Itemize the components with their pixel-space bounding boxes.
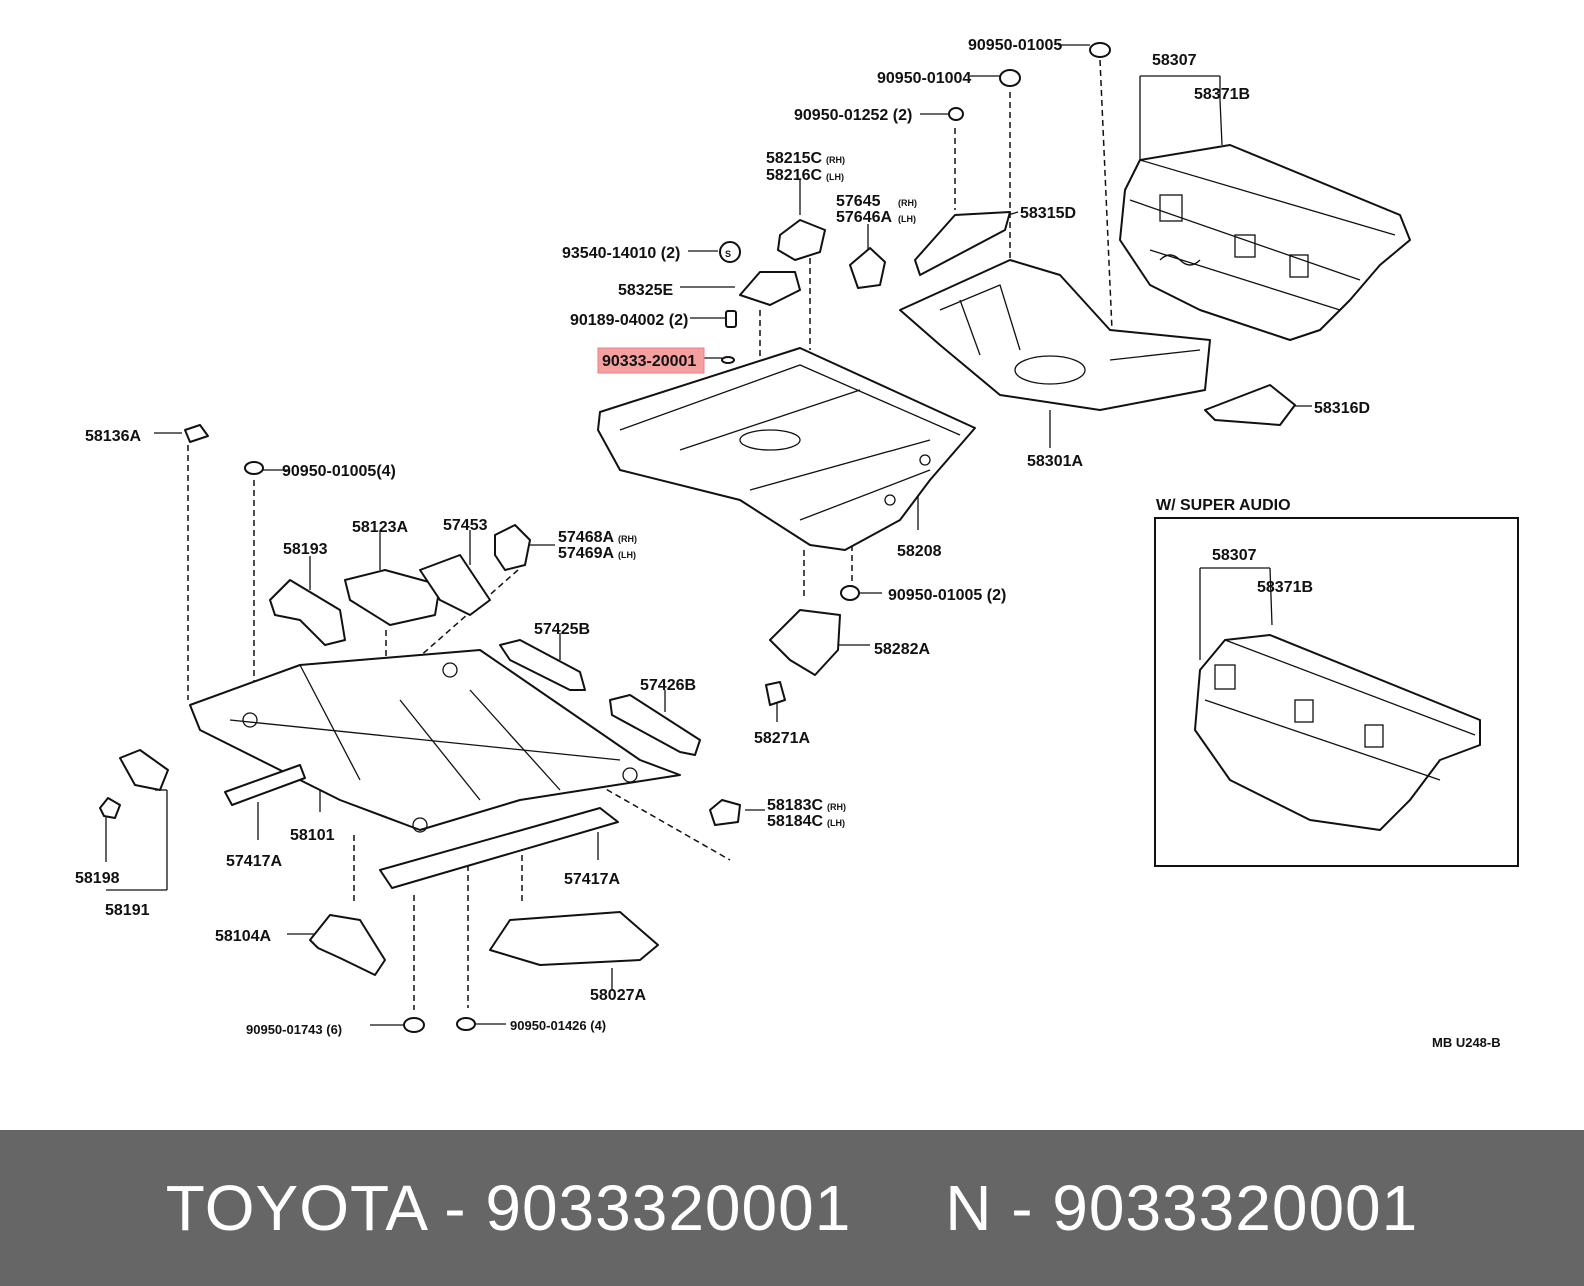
bracket-58315D (914, 211, 1011, 276)
label-90950-01743: 90950-01743 (6) (246, 1022, 342, 1037)
label-57469A: 57469A (558, 545, 614, 562)
highlighted-part-label: 90333-20001 (597, 347, 705, 374)
label-57645: 57645 (836, 193, 881, 210)
label-90950-01004: 90950-01004 (877, 70, 971, 87)
clip-58136A (184, 424, 209, 443)
plug-90950-01004 (999, 69, 1021, 87)
label-58027A: 58027A (590, 987, 646, 1004)
label-57469A-side: (LH) (618, 550, 636, 560)
label-58301A: 58301A (1027, 453, 1083, 470)
center-floor-pan-58208 (597, 347, 976, 551)
plug-90950-01743 (403, 1017, 425, 1033)
svg-text:S: S (725, 249, 731, 259)
plug-90950-01005 (1089, 42, 1111, 58)
bracket-58193 (269, 579, 346, 646)
cap-58271A (765, 681, 786, 706)
brace-58123A (344, 569, 441, 626)
plug-90950-01426 (456, 1017, 476, 1031)
label-58183C-side: (RH) (827, 802, 846, 812)
label-58123A: 58123A (352, 519, 408, 536)
label-58371B: 58371B (1194, 86, 1250, 103)
inset-rear-upper-panel (1194, 634, 1481, 831)
label-57468A: 57468A (558, 529, 614, 546)
rear-upper-panel-58307 (1119, 144, 1411, 341)
part-number-footer: TOYOTA - 9033320001 N - 9033320001 (0, 1130, 1584, 1286)
sill-57417A-left (224, 764, 306, 806)
label-57646A: 57646A (836, 209, 892, 226)
label-57645-side: (RH) (898, 198, 917, 208)
part-labels: 90950-01005 58307 58371B 90950-01004 909… (75, 37, 1501, 1050)
label-57417A-left: 57417A (226, 853, 282, 870)
label-58215C: 58215C (766, 150, 822, 167)
gusset-58215C (777, 219, 826, 261)
label-90950-01005-4: 90950-01005(4) (282, 463, 396, 480)
label-58184C-side: (LH) (827, 818, 845, 828)
label-58316D: 58316D (1314, 400, 1370, 417)
bracket-58191 (119, 749, 169, 791)
clip-58198 (99, 797, 121, 819)
label-57468A-side: (RH) (618, 534, 637, 544)
hole-plug-90333-20001 (721, 356, 735, 364)
inset-label-58371B: 58371B (1257, 579, 1313, 596)
label-90950-01005: 90950-01005 (968, 37, 1062, 54)
label-58184C: 58184C (767, 813, 823, 830)
rear-floor-pan-58301A (899, 259, 1211, 411)
label-58216C-side: (LH) (826, 172, 844, 182)
bolt-90189-04002 (725, 310, 737, 328)
label-57426B: 57426B (640, 677, 696, 694)
label-58104A: 58104A (215, 928, 271, 945)
inset-label-58307: 58307 (1212, 547, 1257, 564)
diagram-reference-code: MB U248-B (1432, 1035, 1501, 1050)
label-57425B: 57425B (534, 621, 590, 638)
label-58198: 58198 (75, 870, 120, 887)
nut-93540-14010 (719, 241, 741, 263)
footer-part-number: TOYOTA - 9033320001 N - 9033320001 (165, 1172, 1419, 1244)
label-58216C: 58216C (766, 167, 822, 184)
front-floor-pan-58101 (189, 649, 681, 833)
label-58307: 58307 (1152, 52, 1197, 69)
plug-90950-01005-2 (840, 585, 860, 601)
label-58208: 58208 (897, 543, 942, 560)
heat-shield-58027A (489, 911, 659, 966)
plug-90950-01252 (948, 107, 964, 121)
label-58183C: 58183C (767, 797, 823, 814)
label-58271A: 58271A (754, 730, 810, 747)
label-58193: 58193 (283, 541, 328, 558)
rail-57426B (609, 694, 701, 756)
bracket-57645 (849, 247, 886, 289)
bracket-58316D (1204, 384, 1296, 426)
label-58282A: 58282A (874, 641, 930, 658)
label-90950-01005-2: 90950-01005 (2) (888, 587, 1006, 604)
bracket-58325E (739, 271, 801, 306)
rail-57425B (499, 639, 586, 691)
label-58136A: 58136A (85, 428, 141, 445)
bracket-58282A (769, 609, 841, 676)
bracket-57468A (494, 524, 531, 571)
exploded-parts-diagram: S (75, 37, 1519, 1050)
brace-57453 (419, 554, 491, 616)
plug-90950-01005-4 (244, 461, 264, 475)
sill-57417A-right (379, 807, 619, 889)
label-58325E: 58325E (618, 282, 673, 299)
bracket-58183C (709, 799, 741, 826)
label-58191: 58191 (105, 902, 150, 919)
label-58101: 58101 (290, 827, 335, 844)
label-58315D: 58315D (1020, 205, 1076, 222)
label-90950-01426: 90950-01426 (4) (510, 1018, 606, 1033)
label-93540-14010: 93540-14010 (2) (562, 245, 680, 262)
inset-super-audio (1154, 517, 1519, 867)
label-58215C-side: (RH) (826, 155, 845, 165)
label-90189-04002: 90189-04002 (2) (570, 312, 688, 329)
label-57646A-side: (LH) (898, 214, 916, 224)
bracket-58104A (309, 914, 386, 976)
label-57453: 57453 (443, 517, 488, 534)
highlight-box (597, 347, 705, 374)
inset-title: W/ SUPER AUDIO (1156, 497, 1291, 514)
label-57417A-right: 57417A (564, 871, 620, 888)
label-90333-20001: 90333-20001 (602, 353, 696, 370)
part-drawings: S (99, 42, 1411, 1033)
label-90950-01252: 90950-01252 (2) (794, 107, 912, 124)
